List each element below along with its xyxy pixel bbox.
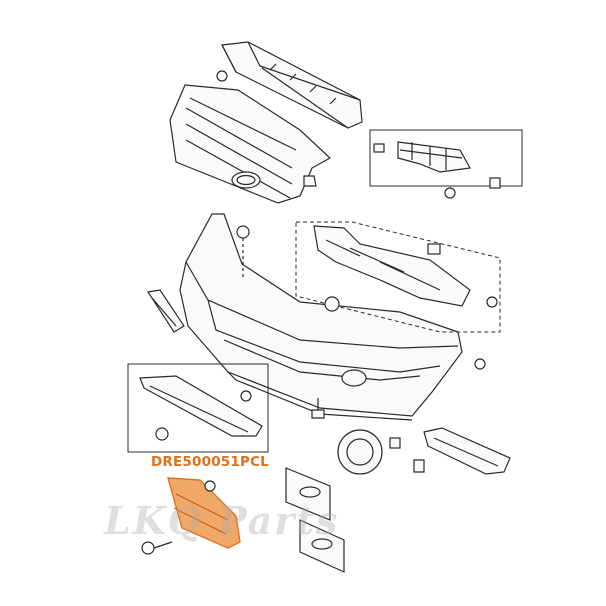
- trim-panel-screw: [240, 390, 252, 402]
- fog-lamp-bezel: [337, 429, 383, 475]
- lower-grille-trim-panel: [139, 375, 263, 437]
- support-bracket-clip: [427, 243, 441, 255]
- right-lower-trim-strip: [423, 427, 511, 475]
- plate-bracket-screw-top: [204, 480, 216, 492]
- right-trim-fastener: [413, 459, 425, 473]
- watermark: LKQ Parts: [104, 498, 340, 543]
- bracket-clip: [373, 143, 385, 153]
- bracket-bolt: [444, 187, 456, 199]
- front-bumper-cover: [179, 213, 463, 421]
- lower-panel-detail-box: [127, 363, 269, 453]
- bumper-side-support-bracket: [313, 225, 471, 307]
- part-number-label: DRE500051PCL: [151, 454, 269, 470]
- grille-clip: [303, 175, 317, 187]
- bumper-clip-top: [236, 225, 250, 239]
- headlamp-mount-bracket: [397, 141, 471, 173]
- plate-mounting-tag-upper: [285, 467, 331, 521]
- bumper-side-bolt: [474, 358, 486, 370]
- fog-lamp-opening: [341, 369, 367, 387]
- plate-bracket-bolt: [141, 541, 173, 555]
- lower-bracket-detail-box: [295, 221, 501, 333]
- support-bracket-fastener: [324, 296, 340, 312]
- trim-panel-clip: [155, 427, 169, 441]
- bracket-detail-box: [369, 129, 523, 187]
- upper-reinforcement-bar: [221, 41, 363, 129]
- grille-badge: [231, 171, 261, 189]
- bezel-clip: [389, 437, 401, 449]
- upper-bar-screw: [216, 70, 228, 82]
- plate-mounting-tag-lower: [299, 519, 345, 573]
- support-bracket-bolt: [486, 296, 498, 308]
- bracket-nut: [489, 177, 501, 189]
- left-trim-strip: [146, 289, 185, 333]
- lower-center-fastener: [311, 398, 325, 419]
- license-plate-bracket-highlight: [167, 477, 241, 549]
